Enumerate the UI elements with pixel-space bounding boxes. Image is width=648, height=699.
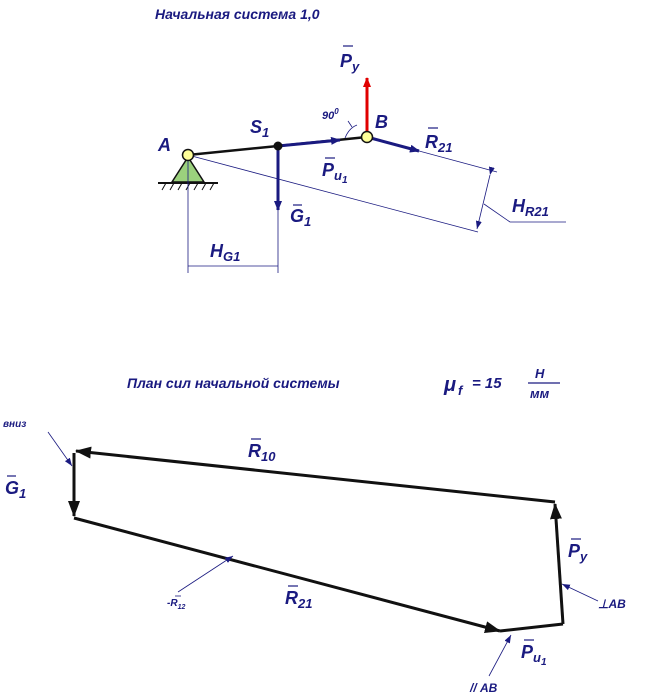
plan-r21-vector	[73, 516, 501, 633]
joint-a	[181, 148, 195, 162]
hr21-leader	[483, 203, 511, 223]
angle-arc	[344, 124, 358, 139]
plan-r10-vector	[75, 446, 556, 504]
angle-pointer	[347, 120, 353, 128]
label-pu1: Pu1	[322, 160, 348, 186]
label-b: B	[375, 112, 388, 132]
svg-text:= 15: = 15	[472, 375, 502, 392]
plan-label-neg-r12: -R12	[167, 598, 185, 611]
force-r21-arrow	[366, 135, 420, 153]
hr21-dim-line	[475, 166, 495, 230]
leader-perp-ab	[561, 583, 599, 602]
plan-label-r21: R21	[285, 588, 312, 611]
leader-neg-r12	[177, 555, 234, 593]
label-py: Py	[340, 51, 360, 74]
label-par-ab: // АВ	[469, 681, 498, 695]
plan-py-vector	[550, 503, 565, 625]
scale-mu: μ f = 15 Н мм	[443, 366, 560, 401]
bottom-title: План сил начальной системы	[127, 375, 340, 391]
label-a: A	[157, 135, 171, 155]
svg-text:f: f	[458, 383, 464, 398]
top-title: Начальная система 1,0	[155, 6, 320, 22]
label-s: S1	[250, 117, 269, 140]
label-perp-ab: ⊥АВ	[598, 597, 626, 611]
joint-b	[360, 130, 374, 144]
plan-pu1-vector	[499, 622, 564, 633]
force-pu1-arrow	[277, 136, 341, 148]
label-hg1: HG1	[210, 241, 240, 264]
plan-label-py: Py	[568, 541, 588, 564]
svg-text:μ: μ	[443, 374, 456, 396]
label-hr21: HR21	[512, 196, 549, 219]
plan-label-pu1: Pu1	[521, 642, 547, 668]
label-r21: R21	[425, 132, 452, 155]
line-of-action-r21-ext	[187, 154, 479, 233]
svg-text:Н: Н	[535, 366, 545, 381]
label-down: вниз	[3, 419, 26, 430]
label-g1: G1	[290, 206, 311, 229]
point-s1	[273, 141, 283, 151]
svg-text:мм: мм	[530, 386, 550, 401]
leader-par-ab	[488, 634, 512, 677]
label-angle: 900	[322, 107, 339, 122]
plan-label-r10: R10	[248, 441, 276, 464]
leader-down	[47, 431, 73, 467]
plan-label-g1: G1	[5, 478, 26, 501]
